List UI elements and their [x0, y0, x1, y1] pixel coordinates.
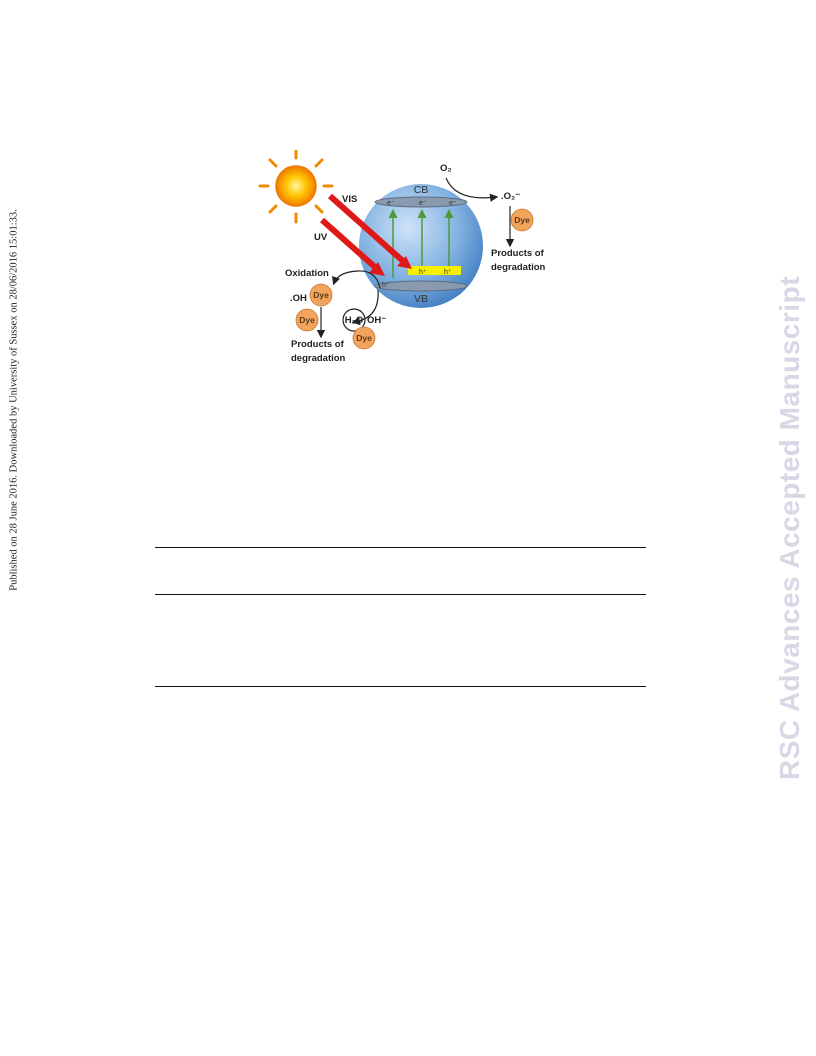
- vb-label: VB: [414, 293, 428, 305]
- water-label: H₂O: [345, 315, 363, 326]
- accepted-manuscript-watermark: RSC Advances Accepted Manuscript: [770, 258, 810, 798]
- table-header-rule: [155, 594, 646, 595]
- conduction-band: [374, 196, 468, 208]
- superoxide-label: .O₂⁻: [501, 191, 520, 202]
- photocatalysis-figure: CB VB e⁻ e⁻ e⁻ h⁺ h⁺ h⁺ VIS UV O₂ .O₂: [258, 150, 558, 372]
- oxidation-arrow: [332, 270, 381, 289]
- svg-text:Dye: Dye: [299, 315, 315, 325]
- table-top-rule: [155, 547, 646, 548]
- dye-molecule-icon: Dye: [352, 326, 376, 350]
- valence-band: [374, 280, 468, 292]
- watermark-text: RSC Advances Accepted Manuscript: [774, 275, 805, 781]
- uv-label: UV: [314, 232, 328, 243]
- vis-light-arrow: [328, 193, 412, 269]
- svg-text:Dye: Dye: [313, 290, 329, 300]
- water-oxidation-arrow: [351, 289, 379, 326]
- excitation-arrows: [388, 209, 454, 278]
- hole-band: [408, 266, 461, 275]
- hydroxide-label: OH⁻: [367, 315, 386, 326]
- dye-molecule-icon: Dye: [295, 308, 319, 332]
- svg-text:Dye: Dye: [514, 215, 530, 225]
- uv-light-arrow: [320, 217, 385, 276]
- electron-label: e⁻: [387, 200, 395, 207]
- products-label-left-line1: Products of: [291, 339, 345, 350]
- electron-label: e⁻: [419, 200, 427, 207]
- products-label-right-line2: degradation: [491, 262, 546, 273]
- reduction-arrow: [445, 177, 499, 202]
- dye-molecule-icon: Dye: [510, 208, 534, 232]
- o2-label: O₂: [440, 163, 452, 174]
- photocatalysis-diagram: CB VB e⁻ e⁻ e⁻ h⁺ h⁺ h⁺ VIS UV O₂ .O₂: [258, 150, 546, 364]
- products-label-right-line1: Products of: [491, 248, 545, 259]
- hydroxyl-radical-label: .OH: [290, 293, 307, 304]
- publication-info-text: Published on 28 June 2016. Downloaded by…: [8, 209, 20, 591]
- cb-label: CB: [414, 184, 429, 196]
- svg-text:Dye: Dye: [356, 333, 372, 343]
- electron-label: e⁻: [449, 200, 457, 207]
- oxidation-label: Oxidation: [285, 268, 329, 279]
- vis-label: VIS: [342, 194, 357, 205]
- dye-molecule-icon: Dye: [309, 283, 333, 307]
- hole-label: h⁺: [444, 269, 452, 276]
- hole-label: h⁺: [382, 282, 390, 289]
- products-label-left-line2: degradation: [291, 353, 346, 364]
- hole-label: h⁺: [419, 269, 427, 276]
- publication-info-sidebar: Published on 28 June 2016. Downloaded by…: [4, 160, 24, 640]
- water-molecule-circle: [342, 308, 366, 332]
- sun-icon: [258, 150, 334, 224]
- table-bottom-rule: [155, 686, 646, 687]
